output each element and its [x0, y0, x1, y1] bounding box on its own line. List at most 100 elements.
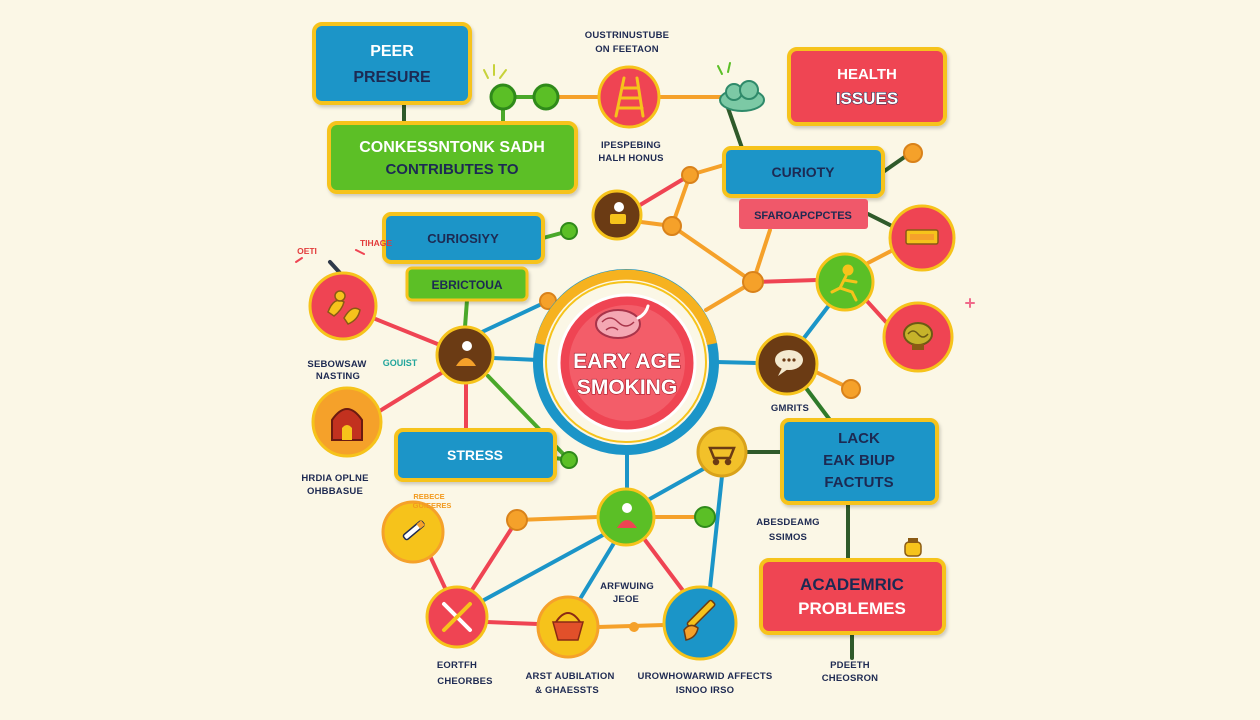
caption-bottom-left-line1: EORTFH [437, 660, 477, 671]
lack-factuts-line3: FACTUTS [824, 474, 893, 491]
junction-dot [841, 379, 861, 399]
connector-line [491, 356, 540, 362]
arch-house-icon [331, 408, 363, 441]
node-basket [536, 595, 600, 659]
junction-dot [489, 83, 517, 111]
junction-dot [629, 622, 639, 632]
lack-factuts-line1: LACK [838, 430, 880, 447]
caption-bottom-center-line2: JEOE [613, 594, 639, 605]
contributes-to-line1: CONKESSNTONK SADH [359, 139, 545, 156]
junction-dot [560, 222, 578, 240]
ladder-icon [614, 76, 645, 118]
caption-bottom-mid-left-line1: ARST AUBILATION [525, 671, 614, 682]
academic-problems-box: ACADEMRIC PROBLEMES [759, 558, 946, 635]
sparkle-icon [965, 298, 975, 308]
node-running-person [815, 252, 875, 312]
contributes-to-box: CONKESSNTONK SADH CONTRIBUTES TO [327, 121, 578, 194]
connector-line [864, 248, 895, 266]
junction-dots [489, 83, 923, 632]
connector-line [482, 533, 605, 602]
peer-pressure-line2: PRESURE [353, 69, 431, 86]
junction-dot [694, 506, 716, 528]
node-person-left [435, 325, 495, 385]
contributes-to-line2: CONTRIBUTES TO [385, 161, 518, 178]
connector-line [463, 298, 469, 329]
academic-problems-line1: ACADEMRIC [800, 575, 904, 594]
plant-brain-icon [903, 322, 933, 350]
connector-line [643, 538, 686, 594]
connector-line [708, 474, 724, 590]
ebrictoua-box: EBRICTOUA [405, 266, 529, 302]
health-issues-line1: HEALTH [837, 66, 897, 83]
connector-line [485, 620, 540, 626]
junction-dot [681, 166, 699, 184]
junction-dot [560, 451, 578, 469]
connector-line [866, 212, 894, 228]
caption-left-middle-line2: NASTING [316, 371, 360, 382]
connector-line [376, 370, 445, 414]
junction-dot [662, 216, 682, 236]
health-issues-line2: ISSUES [836, 89, 898, 108]
node-crossed-tools [425, 585, 489, 649]
caption-stress-note-line1: REBECE [413, 492, 444, 501]
junction-dot [903, 143, 923, 163]
caption-bottom-mid-right-line2: ISNOO IRSO [676, 685, 734, 696]
caption-left-lower-line1: HRDIA OPLNE [301, 473, 368, 484]
academic-problems-line2: PROBLEMES [798, 599, 906, 618]
stress-label: STRESS [447, 447, 503, 463]
caption-bottom-mid-right-line1: UROWHOWARWID AFFECTS [638, 671, 773, 682]
caption-top-line2: ON FEETAON [595, 44, 659, 55]
connector-line [670, 224, 755, 284]
lack-factuts-box: LACK EAK BIUP FACTUTS [780, 418, 939, 505]
central-topic-line1: EARY AGE [573, 350, 681, 373]
caption-left-middle-line1: SEBOWSAW [307, 359, 366, 370]
curioty-box: CURIOTY [722, 146, 885, 198]
node-sofa [888, 204, 956, 272]
caption-bottom-mid-left-line2: & GHAESSTS [535, 685, 599, 696]
connector-line [470, 518, 519, 592]
node-cigarette [381, 500, 445, 564]
curiosiyy-box: CURIOSIYY [382, 212, 545, 264]
junction-dot [506, 509, 528, 531]
connector-line [726, 106, 744, 150]
node-person-bottom [596, 487, 656, 547]
crossed-tools-icon [442, 602, 472, 632]
caption-right-lower-line1: ABESDEAMG [756, 517, 820, 528]
cloud-icon [719, 80, 765, 112]
person-reading-icon [610, 202, 626, 224]
cart-icon [708, 446, 736, 466]
sparkle-icon [295, 249, 365, 263]
node-person-reading [591, 189, 643, 241]
connector-line [480, 299, 550, 334]
hands-icon [327, 290, 361, 325]
caption-upper-center-line2: HALH HONUS [598, 153, 663, 164]
ebrictoua-label: EBRICTOUA [431, 278, 502, 292]
connector-line [515, 515, 600, 522]
caption-left-tag-1: OETI [297, 246, 317, 256]
jar-icon [904, 538, 922, 557]
sfaroapcpctes-label: SFAROAPCPCTES [754, 210, 852, 222]
junction-dot [742, 271, 764, 293]
lack-factuts-line2: EAK BIUP [823, 452, 895, 469]
connector-line [578, 541, 616, 601]
caption-left-tag-2: TIHAGE [360, 238, 392, 248]
caption-top-line1: OUSTRINUSTUBE [585, 30, 669, 41]
connector-line [802, 302, 832, 340]
connector-line [371, 316, 442, 347]
connector-line [646, 466, 707, 502]
connector-line [328, 260, 342, 275]
node-hands [308, 271, 378, 341]
connector-line [714, 360, 759, 365]
junction-dot [532, 83, 560, 111]
caption-right-middle: GMRITS [771, 403, 809, 414]
connector-line [638, 173, 692, 207]
node-cloud [719, 80, 765, 112]
connector-line [804, 386, 832, 422]
speech-bubble-icon [775, 350, 803, 376]
cigarette-icon [402, 520, 425, 541]
caption-upper-center-line1: IPESPEBING [601, 140, 661, 151]
node-ladder [597, 65, 661, 129]
curiosiyy-label: CURIOSIYY [427, 231, 499, 246]
brain-icon [595, 304, 650, 339]
